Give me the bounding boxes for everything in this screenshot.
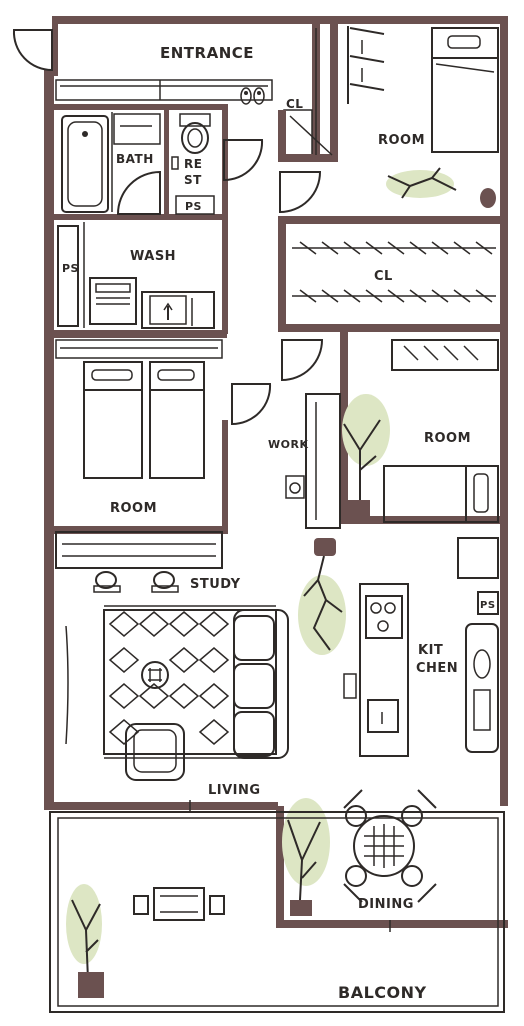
sofa-icon — [233, 609, 289, 759]
room-ne — [278, 26, 500, 224]
entrance-label: ENTRANCE — [160, 44, 254, 62]
living-label: LIVING — [208, 783, 261, 798]
room-west — [52, 339, 272, 534]
bathtub-icon — [61, 115, 109, 213]
rest-label-line1: RE — [184, 157, 202, 171]
ps-rest-label: PS — [185, 200, 202, 213]
plant-icon — [66, 884, 104, 998]
wet-area — [52, 104, 264, 338]
closet-middle-label: CL — [374, 269, 393, 284]
balcony-area — [49, 811, 505, 1013]
bed-icon — [83, 361, 143, 479]
closet-entrance-label: CL — [286, 97, 303, 111]
work-label: WORK — [268, 438, 308, 451]
kitchen-area — [298, 537, 499, 757]
kitchen-label-line1: KIT — [418, 643, 443, 658]
lamp-icon — [93, 571, 179, 593]
ps-kitchen-label: PS — [480, 600, 496, 611]
toilet-icon — [179, 113, 211, 154]
study-label: STUDY — [190, 577, 241, 592]
washing-machine-icon — [89, 277, 137, 325]
plant-icon — [386, 167, 496, 208]
living-area — [52, 531, 508, 928]
entrance-area — [12, 24, 338, 162]
room-ne-label: ROOM — [378, 133, 425, 148]
bath-label: BATH — [116, 152, 154, 166]
ps-wash-label: PS — [62, 262, 79, 275]
balcony-label: BALCONY — [338, 983, 427, 1002]
bed-icon — [431, 27, 499, 153]
dining-table-icon — [343, 789, 437, 903]
sink-icon — [367, 699, 399, 733]
outer-walls — [44, 16, 508, 810]
plant-icon — [282, 798, 330, 916]
rest-label-line2: ST — [184, 173, 202, 187]
room-east — [281, 324, 500, 529]
pendant-lamp-icon — [298, 538, 346, 655]
dining-area — [282, 789, 437, 932]
wash-label: WASH — [130, 249, 176, 264]
kitchen-label-line2: CHEN — [416, 661, 458, 676]
plant-icon — [342, 394, 390, 518]
stove-icon — [365, 595, 403, 639]
sink-icon — [141, 291, 215, 329]
bed-icon — [149, 361, 205, 479]
dining-label: DINING — [358, 897, 414, 912]
rug — [103, 605, 277, 759]
chair-icon — [125, 723, 185, 781]
room-east-label: ROOM — [424, 431, 471, 446]
chair-icon — [133, 887, 225, 921]
middle-closet — [278, 220, 500, 332]
bed-icon — [383, 465, 499, 523]
room-west-label: ROOM — [110, 501, 157, 516]
slippers-icon — [240, 87, 265, 105]
